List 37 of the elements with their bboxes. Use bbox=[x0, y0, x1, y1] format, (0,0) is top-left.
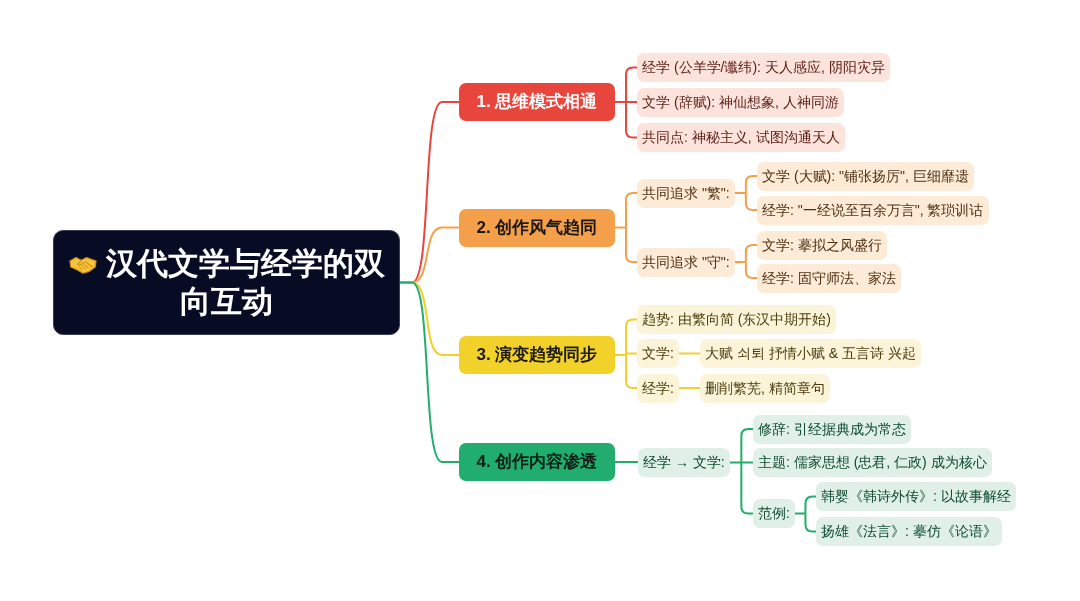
connector-line bbox=[677, 352, 701, 355]
connector-line bbox=[728, 428, 754, 515]
subtopic-box: 修辞: 引经据典成为常态 bbox=[753, 414, 911, 444]
branch-box: 2. 创作风气趋同 bbox=[459, 208, 615, 247]
subtopic-box: 共同追求 "繁": bbox=[637, 178, 735, 208]
root-box bbox=[53, 230, 400, 335]
subtopic-box: 共同追求 "守": bbox=[637, 247, 735, 277]
subtopic-box: 共同点: 神秘主义, 试图沟通天人 bbox=[637, 123, 845, 152]
subtopic-box: 删削繁芜, 精简章句 bbox=[700, 373, 830, 403]
connector-line bbox=[677, 387, 701, 389]
subtopic-box: 主题: 儒家思想 (忠君, 仁政) 成为核心 bbox=[753, 448, 992, 477]
branch-box: 4. 创作内容渗透 bbox=[459, 443, 615, 481]
connector-line bbox=[614, 461, 639, 463]
subtopic-box: 经学: bbox=[637, 373, 679, 403]
subtopic-box: 趋势: 由繁向简 (东汉中期开始) bbox=[637, 305, 836, 334]
subtopic-box: 文学: 摹拟之风盛行 bbox=[757, 230, 887, 260]
subtopic-box: 文学 (辞赋): 神仙想象, 人神同游 bbox=[637, 88, 844, 117]
subtopic-box: 扬雄《法言》: 摹仿《论语》 bbox=[816, 517, 1002, 546]
branch-box: 3. 演变趋势同步 bbox=[459, 336, 615, 374]
subtopic-box: 范例: bbox=[753, 499, 795, 528]
subtopic-box: 文学: bbox=[637, 339, 679, 368]
subtopic-box: 经学: "一经说至百余万言", 繁琐训诂 bbox=[757, 195, 989, 225]
subtopic-box: 韩婴《韩诗外传》: 以故事解经 bbox=[816, 482, 1016, 511]
connector-line bbox=[733, 175, 758, 211]
root-title: 汉代文学与经学的双向互动 bbox=[105, 245, 385, 319]
branch-box: 1. 思维模式相通 bbox=[459, 83, 615, 121]
subtopic-box: 文学 (大赋): "铺张扬厉", 巨细靡遗 bbox=[757, 161, 974, 191]
subtopic-box: 经学: 固守师法、家法 bbox=[757, 263, 901, 293]
connector-line bbox=[399, 281, 460, 463]
connector-line bbox=[793, 495, 817, 533]
subtopic-box: 经学 → 文学: bbox=[638, 448, 730, 477]
connector-line bbox=[614, 66, 638, 139]
subtopic-box: 大赋 쇠퇴 抒情小赋 & 五言诗 兴起 bbox=[700, 339, 921, 368]
connector-line bbox=[614, 192, 638, 263]
subtopic-box: 经学 (公羊学/谶纬): 天人感应, 阴阳灾异 bbox=[637, 53, 890, 82]
connector-line bbox=[614, 318, 638, 389]
connector-line bbox=[733, 244, 758, 279]
